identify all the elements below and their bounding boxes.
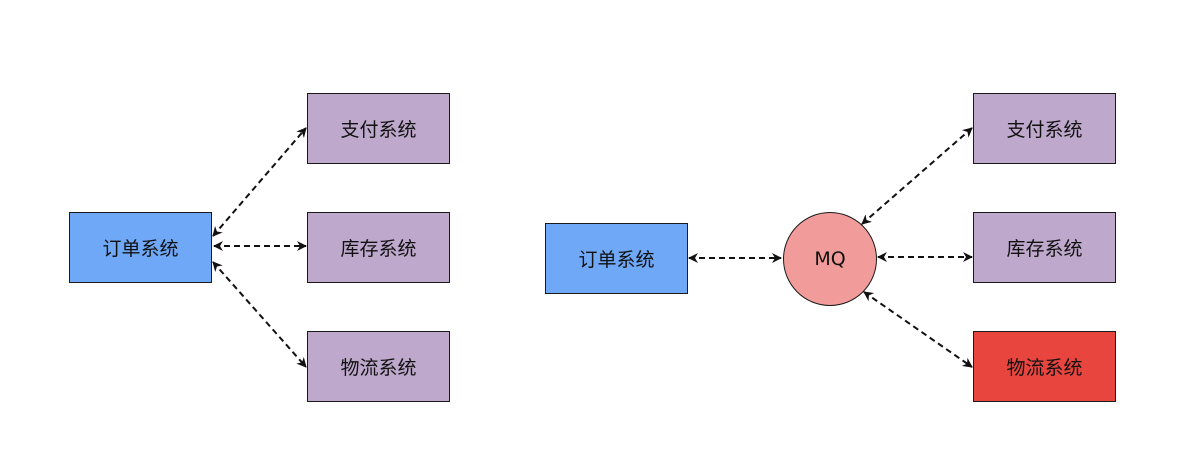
order-system-label-left: 订单系统 — [102, 238, 179, 260]
payment-system-label-left: 支付系统 — [340, 119, 417, 141]
logistics-system-label-right: 物流系统 — [1006, 357, 1083, 379]
logistics-system-node-left: 物流系统 — [307, 331, 450, 402]
payment-system-node-right: 支付系统 — [973, 93, 1116, 164]
payment-system-node-left: 支付系统 — [307, 93, 450, 164]
mq-label: MQ — [814, 248, 846, 270]
logistics-system-node-right: 物流系统 — [973, 331, 1116, 402]
inventory-system-node-left: 库存系统 — [307, 212, 450, 283]
arrow-mq-payment — [861, 127, 973, 225]
order-system-label-right: 订单系统 — [578, 249, 655, 271]
order-system-node-left: 订单系统 — [69, 212, 212, 283]
inventory-system-label-right: 库存系统 — [1006, 238, 1083, 260]
logistics-system-label-left: 物流系统 — [340, 357, 417, 379]
inventory-system-node-right: 库存系统 — [973, 212, 1116, 283]
arrow-order-payment-left — [212, 127, 307, 237]
arrow-order-logistics-left — [212, 261, 307, 368]
inventory-system-label-left: 库存系统 — [340, 238, 417, 260]
arrow-mq-logistics — [863, 291, 973, 368]
mq-node: MQ — [783, 212, 877, 306]
order-system-node-right: 订单系统 — [545, 223, 688, 294]
payment-system-label-right: 支付系统 — [1006, 119, 1083, 141]
